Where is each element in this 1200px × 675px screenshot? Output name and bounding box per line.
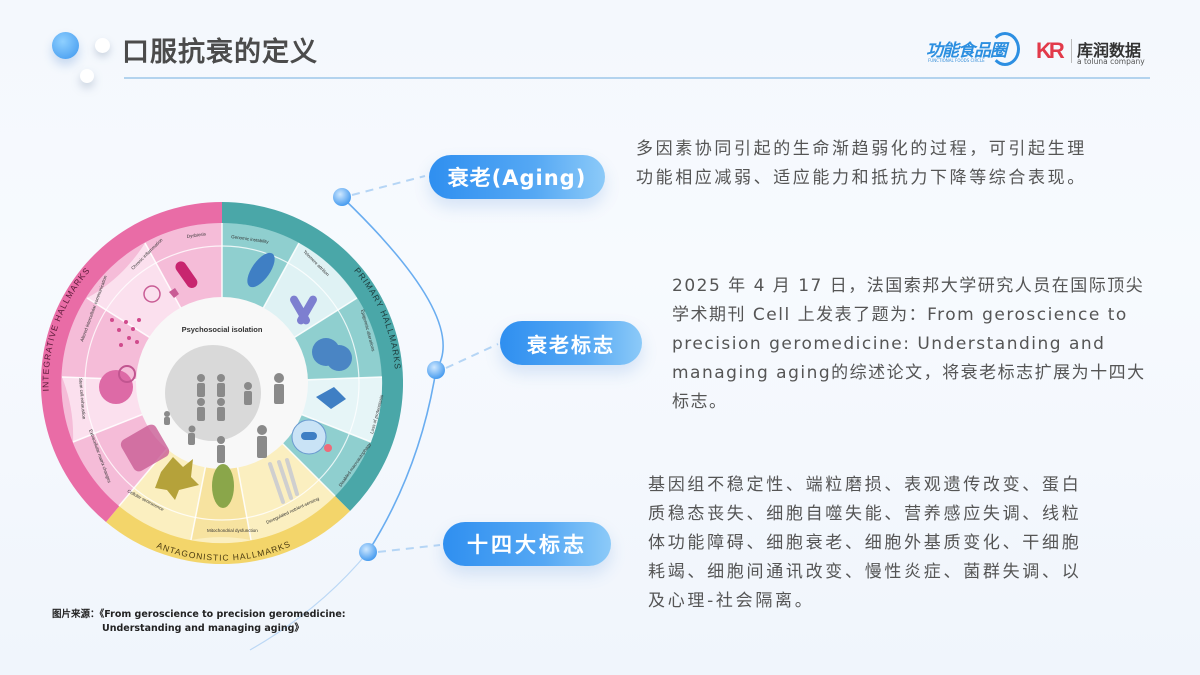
- logo-divider: [1071, 39, 1072, 63]
- segment-label: Stem cell exhaustion: [78, 378, 87, 420]
- hallmarks-of-aging-wheel: Psychosocial isolation: [41, 202, 403, 564]
- decorative-blue-dot-icon: [52, 32, 79, 59]
- page-title: 口服抗衰的定义: [122, 37, 318, 68]
- segment-label: Genomic instability: [231, 234, 270, 244]
- source-line-2: Understanding and managing aging》: [102, 623, 304, 634]
- segment-label: Mitochondrial dysfunction: [207, 528, 258, 533]
- source-line-1: 图片来源：《From geroscience to precision gero…: [52, 609, 346, 620]
- decorative-white-dot-icon: [95, 38, 110, 53]
- decorative-white-dot-icon: [80, 69, 94, 83]
- segment-label: Dysbiosis: [186, 231, 207, 239]
- hallmarks-description-text: 2025 年 4 月 17 日，法国索邦大学研究人员在国际顶尖学术期刊 Cell…: [672, 276, 1146, 412]
- brand2-name: 库润数据: [1077, 41, 1142, 60]
- fourteen-hallmarks-list-text: 基因组不稳定性、端粒磨损、表观遗传改变、蛋白质稳态丧失、细胞自噬失能、营养感应失…: [648, 475, 1082, 611]
- image-source-caption: 图片来源：《From geroscience to precision gero…: [52, 608, 392, 636]
- brand-logo-kr-mark: KR: [1036, 38, 1065, 63]
- logo-ring-icon: [990, 32, 1020, 66]
- hallmarks-pill-label: 衰老标志: [500, 321, 642, 365]
- fourteen-hallmarks-pill-label: 十四大标志: [443, 522, 611, 566]
- connector-dot-icon: [427, 361, 445, 379]
- brand2-sub: a toluna company: [1077, 57, 1145, 66]
- aging-definition-text: 多因素协同引起的生命渐趋弱化的过程，可引起生理功能相应减弱、适应能力和抵抗力下降…: [636, 139, 1087, 188]
- brand1-sub: FUNCTIONAL FOODS CIRCLE: [928, 58, 985, 63]
- aging-pill-label: 衰老(Aging): [429, 155, 605, 199]
- brand-logo-functional-foods: 功能食品圈 FUNCTIONAL FOODS CIRCLE: [926, 30, 1022, 70]
- title-divider: [124, 77, 1150, 79]
- brand1-name: 功能食品圈: [926, 41, 1007, 61]
- center-label: Psychosocial isolation: [182, 325, 263, 334]
